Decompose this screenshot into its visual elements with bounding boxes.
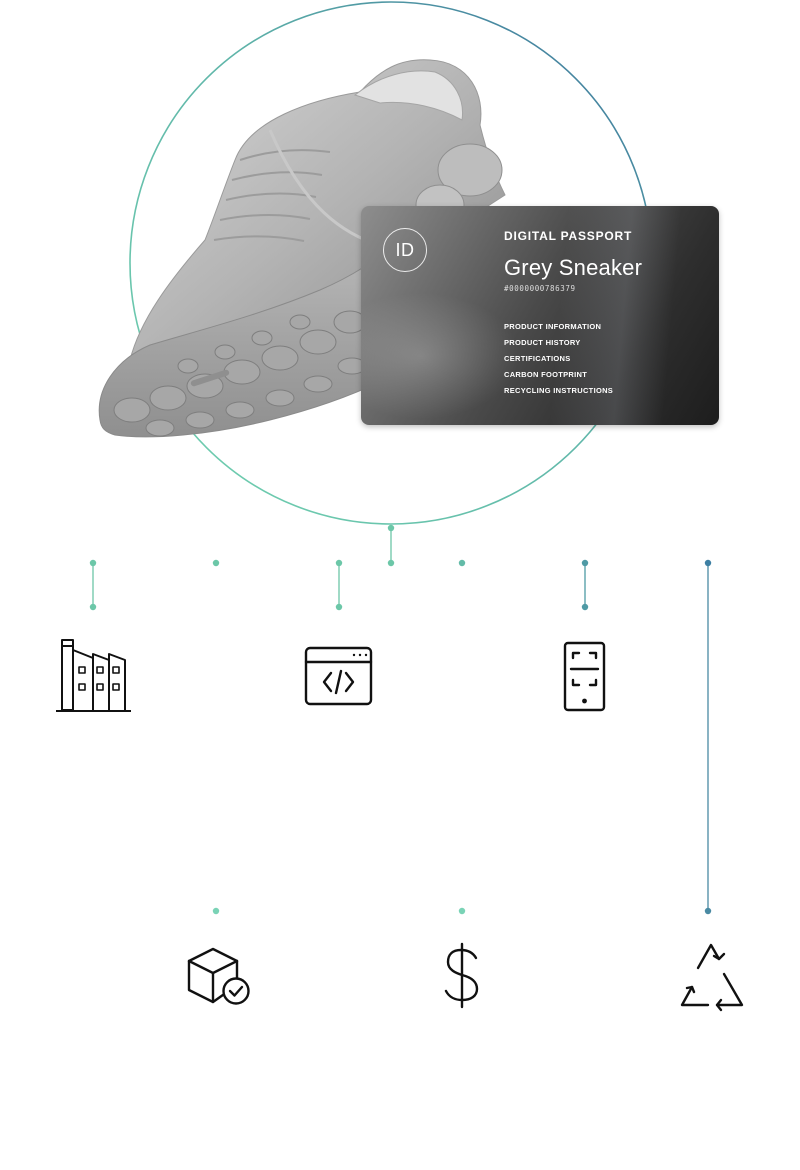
menu-item-carbon-footprint[interactable]: CARBON FOOTPRINT [504,370,588,379]
recycle-icon [680,943,744,1012]
menu-item-recycling-instructions[interactable]: RECYCLING INSTRUCTIONS [504,386,614,395]
menu-item-product-history[interactable]: PRODUCT HISTORY [504,338,581,347]
card-label: DIGITAL PASSPORT [504,229,633,243]
product-serial: #0000000786379 [504,284,576,293]
id-badge: ID [383,228,427,272]
passport-menu: PRODUCT INFORMATION PRODUCT HISTORY CERT… [504,322,613,402]
dollar-icon [444,942,479,1009]
digital-passport-card[interactable]: ID DIGITAL PASSPORT Grey Sneaker #000000… [361,206,719,425]
sneaker-image [98,59,506,438]
verified-box-icon [187,947,250,1005]
product-name: Grey Sneaker [504,255,643,280]
factory-icon [56,639,131,712]
menu-item-certifications[interactable]: CERTIFICATIONS [504,354,571,363]
phone-scan-icon [563,641,606,712]
connector-lines [92,526,709,911]
connector-nodes [89,524,712,915]
code-window-icon [304,646,373,706]
menu-item-product-information[interactable]: PRODUCT INFORMATION [504,322,602,331]
